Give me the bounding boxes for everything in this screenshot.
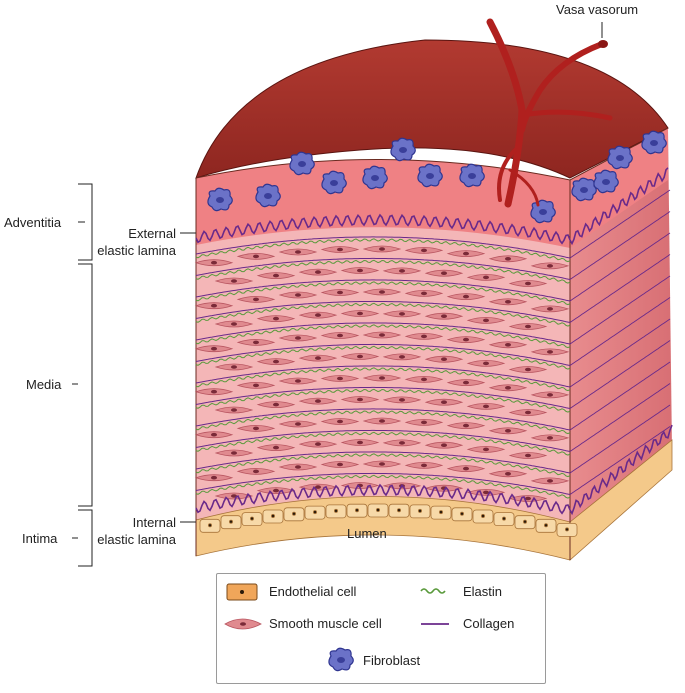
legend-swatches (224, 583, 449, 672)
legend-smooth-muscle-cell: Smooth muscle cell (269, 616, 382, 631)
internal-elastic-lamina (195, 483, 571, 515)
internal-elastic-lamina-side (569, 424, 673, 516)
legend-endothelial-cell: Endothelial cell (269, 584, 357, 599)
lumen-label: Lumen (347, 526, 387, 541)
legend-fibroblast: Fibroblast (363, 653, 421, 668)
media-layers (195, 189, 671, 502)
vasa-vasorum (486, 18, 613, 208)
fibroblast-swatch (328, 647, 354, 672)
endothelial-cells (199, 503, 578, 537)
internal-elastic-lamina-label-2: elastic lamina (97, 532, 176, 547)
internal-elastic-lamina-label-1: Internal (132, 515, 176, 530)
adventitia-surface (195, 39, 669, 179)
media-label: Media (26, 377, 62, 392)
adventitia-label: Adventitia (4, 215, 62, 230)
external-elastic-lamina-label-2: elastic lamina (97, 243, 176, 258)
layer-brackets (72, 183, 93, 567)
vasa-vasorum-label: Vasa vasorum (556, 2, 639, 17)
legend-elastin: Elastin (463, 584, 503, 599)
external-elastic-lamina-label-1: External (128, 226, 176, 241)
external-elastic-lamina (195, 213, 571, 245)
legend-collagen: Collagen (463, 616, 515, 631)
elastin-swatch (420, 588, 446, 594)
external-elastic-lamina-side (569, 167, 669, 246)
leader-lines (180, 22, 603, 523)
legend: Endothelial cell Elastin Smooth muscle c… (216, 573, 546, 684)
intima-label: Intima (22, 531, 58, 546)
